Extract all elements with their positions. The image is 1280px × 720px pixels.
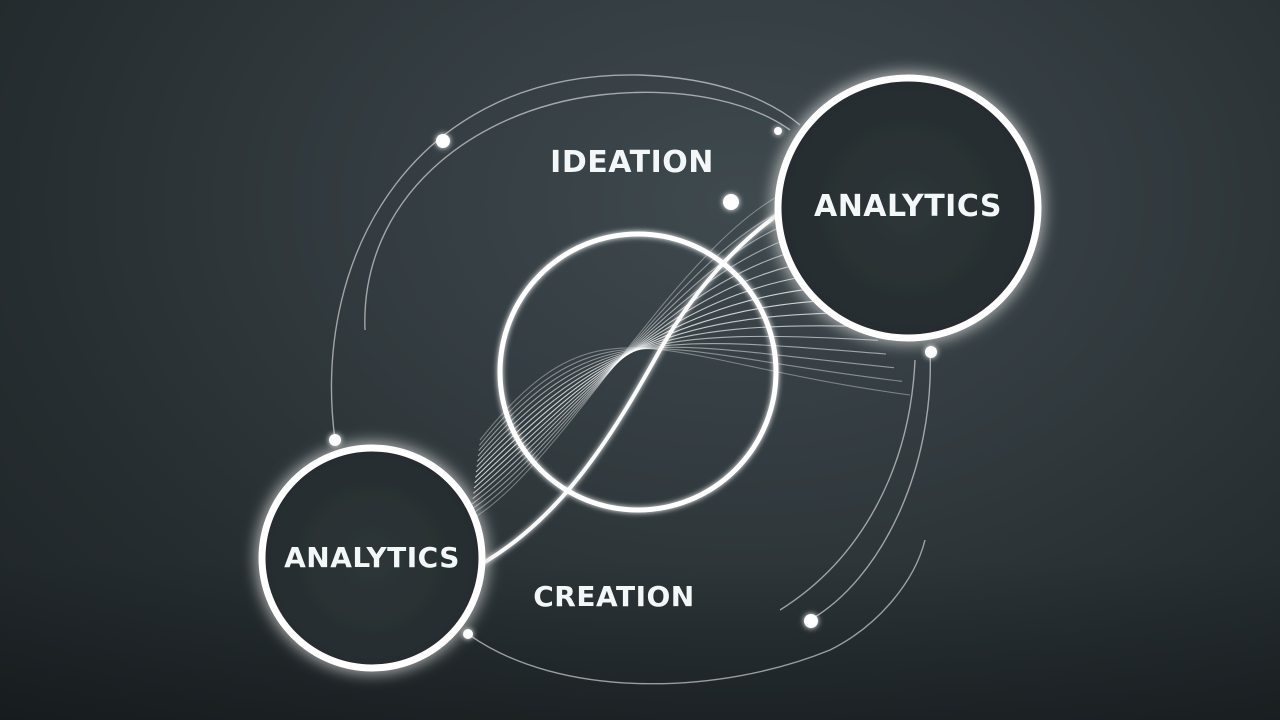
orbit-dot-4 — [329, 434, 341, 446]
orbit-arc-top — [330, 74, 801, 441]
label-ideation: IDEATION — [550, 145, 714, 180]
orbit-dot-5 — [925, 346, 937, 358]
flow-strand — [477, 342, 887, 457]
label-creation: CREATION — [533, 580, 695, 613]
center-ring — [497, 231, 779, 513]
node-analytics-top: ANALYTICS — [774, 74, 1042, 342]
flow-strand — [478, 346, 895, 452]
orbit-dot-1 — [436, 134, 450, 148]
orbit-arc-top-inner — [364, 91, 791, 331]
orbit-dot-2 — [723, 194, 739, 210]
flow-strand-main — [477, 198, 802, 568]
orbit-dots — [329, 127, 937, 639]
orbit-dot-6 — [804, 614, 818, 628]
flow-strand — [476, 335, 879, 462]
flow-strands — [469, 189, 911, 568]
orbit-arc-bottom — [467, 539, 926, 685]
flow-strand — [479, 347, 911, 441]
floor-shadow — [0, 560, 1280, 720]
orbit-dot-7 — [463, 629, 473, 639]
orbit-arc-right-inner — [779, 359, 916, 611]
node-analytics-bottom: ANALYTICS — [258, 444, 486, 672]
node-analytics-top-ring — [774, 74, 1042, 342]
orbit-dot-3 — [774, 127, 782, 135]
flow-strand — [478, 347, 903, 446]
flow-strand — [471, 230, 815, 505]
node-analytics-top-label: ANALYTICS — [814, 189, 1002, 224]
orbit-arc-right — [809, 349, 931, 621]
node-analytics-bottom-label: ANALYTICS — [284, 541, 460, 574]
orbit-arcs — [330, 74, 931, 685]
flow-strand — [471, 216, 807, 510]
node-analytics-bottom-ring — [258, 444, 486, 672]
